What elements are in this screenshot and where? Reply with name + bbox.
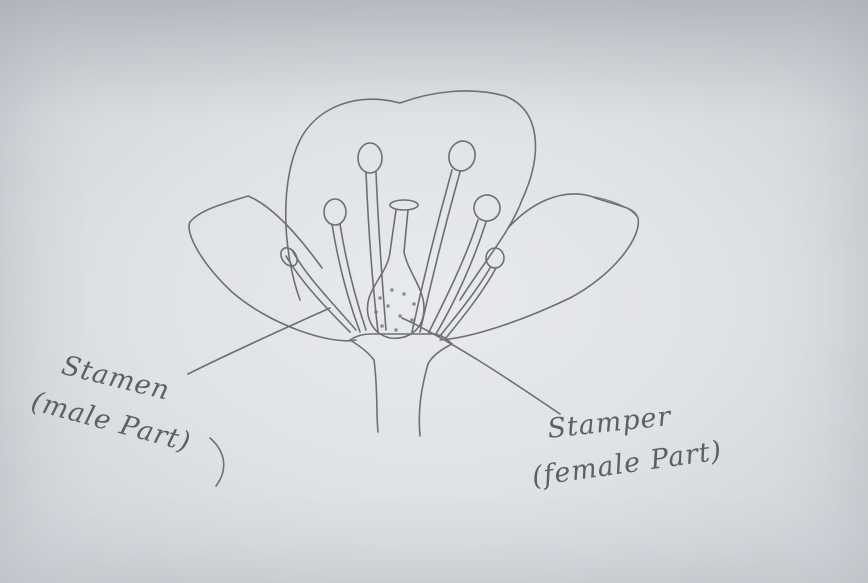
pistil-style — [390, 210, 408, 252]
stamen-filament-4 — [412, 170, 460, 332]
stamens — [278, 138, 504, 338]
receptacle-right-edge — [428, 344, 452, 364]
stamen-anther-4 — [446, 138, 479, 174]
ovary-ovules — [374, 288, 416, 332]
pistil-stigma — [390, 200, 418, 210]
stamen-anther-3 — [358, 143, 382, 173]
stamen-label-close-paren — [210, 438, 224, 486]
stamen-pointer-line — [188, 308, 330, 374]
stamen-filament-3 — [366, 172, 386, 332]
stamen-filament-2 — [332, 224, 366, 332]
stamen-anther-5 — [470, 191, 503, 224]
stem-left — [374, 360, 378, 432]
stamen-filament-5 — [428, 220, 486, 334]
stem-right — [419, 364, 428, 436]
stamen-filament-6 — [440, 268, 496, 338]
receptacle-left-edge — [350, 340, 374, 360]
petal-left — [189, 196, 356, 341]
stamen-anther-2 — [324, 199, 346, 225]
